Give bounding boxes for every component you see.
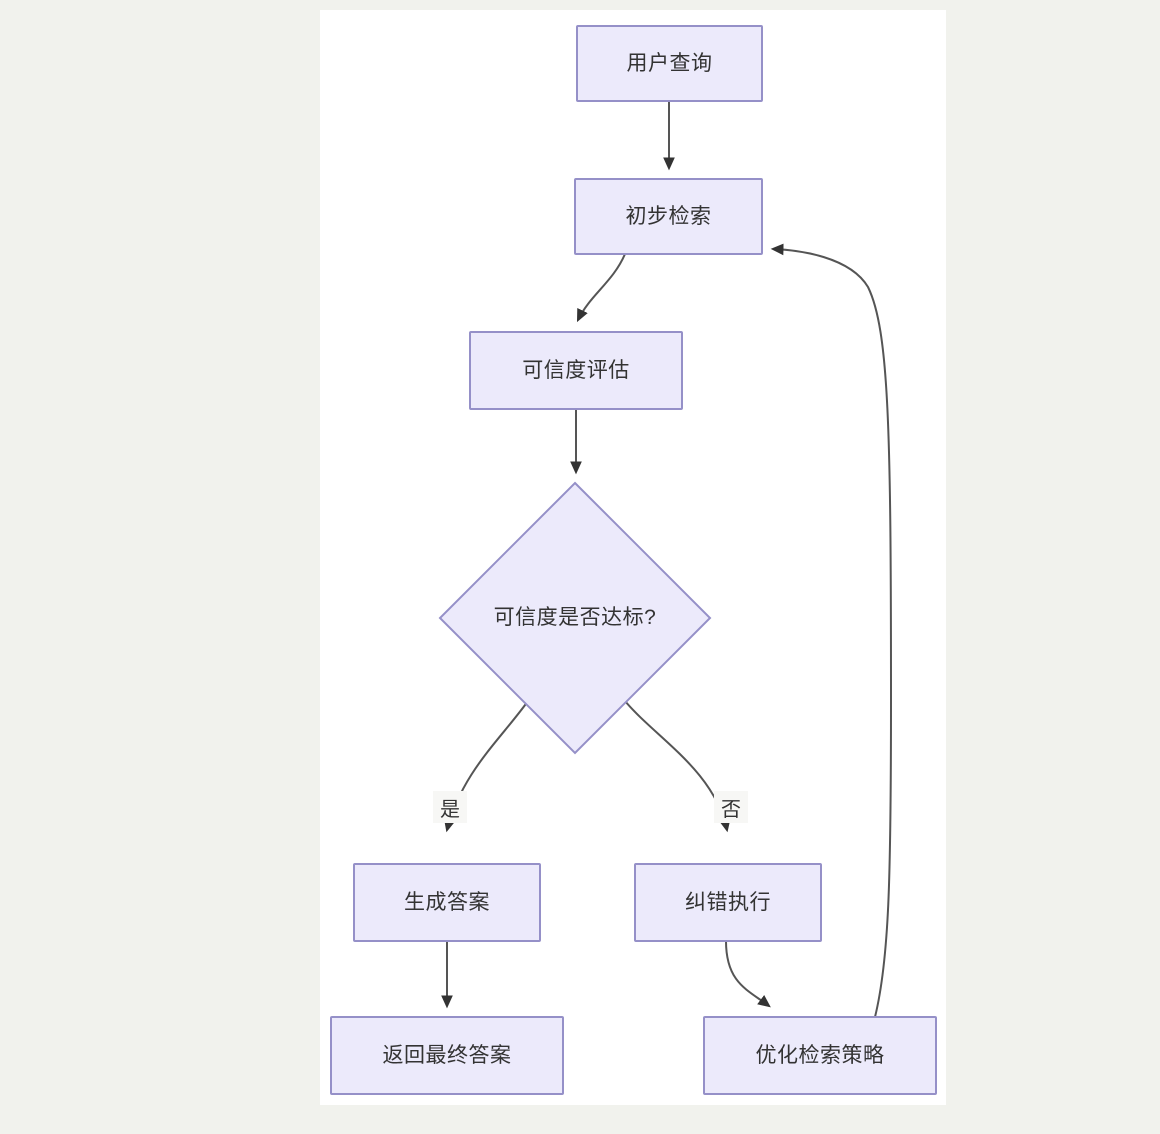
edge-correction-exec-to-optimize-search: [725, 940, 771, 1008]
node-correction-exec[interactable]: [634, 863, 822, 942]
edge-label-yes: 是: [433, 791, 467, 823]
node-credibility-eval[interactable]: [469, 331, 683, 410]
edge-label-no: 否: [714, 791, 748, 823]
node-generate-answer[interactable]: [353, 863, 541, 942]
edge-decision-to-correction-exec: [624, 700, 731, 833]
node-user-query[interactable]: [576, 25, 763, 102]
edges-layer: [441, 101, 893, 1018]
node-decision[interactable]: [438, 481, 712, 755]
edge-optimize-search-to-initial-search: [770, 243, 893, 1018]
nodes-layer: [330, 25, 937, 1095]
edge-initial-search-to-credibility-eval: [576, 253, 626, 323]
node-initial-search[interactable]: [574, 178, 763, 255]
node-final-answer[interactable]: [330, 1016, 564, 1095]
node-optimize-search[interactable]: [703, 1016, 937, 1095]
